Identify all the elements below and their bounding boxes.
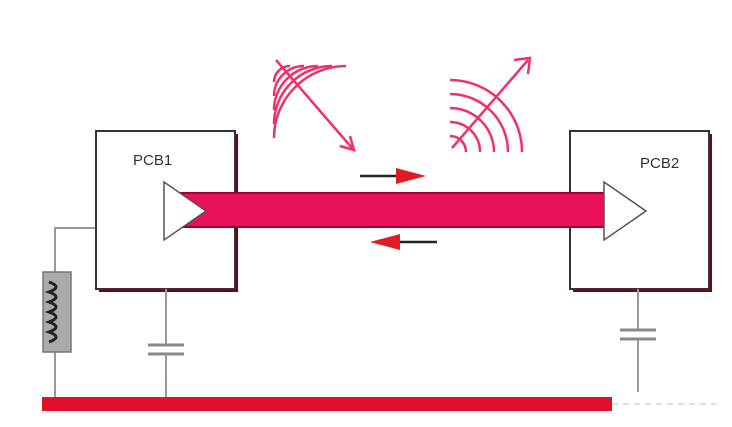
triangle-receiver-icon xyxy=(603,180,648,242)
triangle-driver-icon xyxy=(163,180,208,242)
capacitor-icon xyxy=(620,289,656,392)
pcb1-label: PCB1 xyxy=(133,152,172,169)
ground-plane xyxy=(42,397,612,411)
pcb2-label: PCB2 xyxy=(640,155,679,172)
capacitor-icon xyxy=(148,289,184,397)
inductor-coil-icon xyxy=(42,271,72,353)
pcb1-ground-wire xyxy=(54,227,96,272)
arrow-right-icon xyxy=(360,168,426,184)
signal-trace xyxy=(172,193,608,227)
radiation-wave-outbound-icon xyxy=(449,56,532,153)
arrow-left-icon xyxy=(370,234,437,250)
radiation-wave-inbound-icon xyxy=(272,59,356,152)
